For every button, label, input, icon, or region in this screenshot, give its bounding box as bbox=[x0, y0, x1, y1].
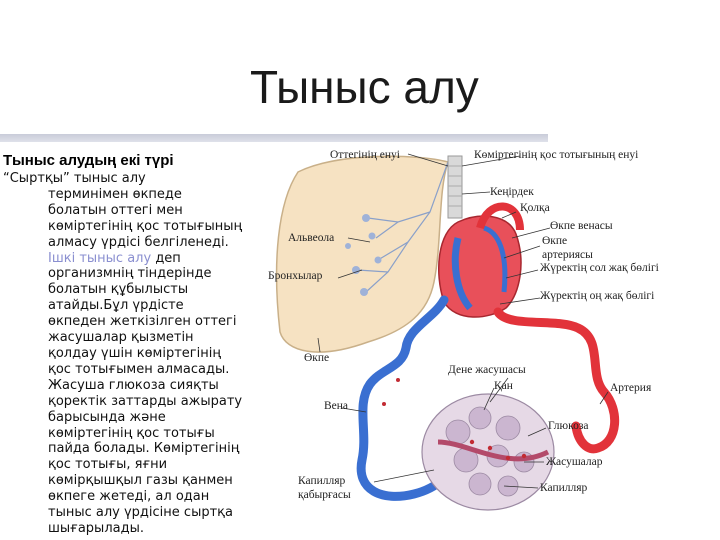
body-text-run: болатын оттегі мен bbox=[48, 202, 183, 218]
label-alveoli: Альвеола bbox=[288, 232, 335, 244]
respiration-illustration bbox=[275, 153, 620, 511]
body-text-run: барысында және bbox=[48, 409, 166, 425]
label-artery: Артерия bbox=[610, 382, 652, 394]
label-vein: Вена bbox=[324, 400, 349, 412]
body-text-run: өкпеден жеткізілген оттегі bbox=[48, 314, 237, 330]
body-text-run: организмнің тіндерінде bbox=[48, 266, 212, 282]
body-line: қос тотығы, яғни bbox=[0, 457, 258, 473]
body-text-run: “Сыртқы” тыныс алу bbox=[3, 171, 146, 186]
body-text-run: шығарылады. bbox=[48, 520, 144, 536]
body-text-run: өкпеге жетеді, ал одан bbox=[48, 489, 210, 505]
alveoli-clusters bbox=[345, 214, 382, 296]
body-line: “Сыртқы” тыныс алу bbox=[0, 171, 258, 187]
body-line: атайды.Бұл үрдісте bbox=[0, 298, 258, 314]
body-text-run: қос тотығымен алмасады. bbox=[48, 361, 230, 377]
body-text-run: қос тотығы, яғни bbox=[48, 457, 168, 473]
artery-vessel bbox=[493, 307, 620, 454]
label-glucose: Глюкоза bbox=[548, 420, 589, 432]
highlighted-term: Ішкі тыныс алу bbox=[48, 250, 152, 266]
trachea-shape bbox=[447, 155, 463, 219]
body-line: көміртегінің қос тотығының bbox=[0, 219, 258, 235]
label-lung: Өкпе bbox=[304, 352, 330, 364]
title-divider bbox=[0, 134, 548, 142]
body-text-run: алмасу үрдісі белгіленеді. bbox=[48, 234, 229, 250]
label-cells: Жасушалар bbox=[546, 456, 603, 468]
body-line: пайда болады. Көміртегінің bbox=[0, 441, 258, 457]
body-text-run: Жасуша глюкоза сияқты bbox=[48, 377, 219, 393]
body-line: шығарылады. bbox=[0, 521, 258, 537]
blood-dots bbox=[382, 378, 527, 461]
body-text-run: тыныс алу үрдісіне сыртқа bbox=[48, 505, 233, 521]
body-text-run: қолдау үшін көміртегінің bbox=[48, 345, 221, 361]
vein-vessel bbox=[356, 295, 457, 501]
body-line: барысында және bbox=[0, 410, 258, 426]
body-line: қос тотығымен алмасады. bbox=[0, 362, 258, 378]
leader-lines bbox=[317, 153, 609, 489]
label-trachea: Кеңірдек bbox=[490, 186, 534, 198]
body-line: алмасу үрдісі белгіленеді. bbox=[0, 235, 258, 251]
body-line: организмнің тіндерінде bbox=[0, 266, 258, 282]
aorta-shape bbox=[476, 202, 524, 231]
body-line: көмірқышқыл газы қанмен bbox=[0, 473, 258, 489]
label-capillary-wall: Капилляр қабырғасы bbox=[298, 475, 351, 501]
body-text-run: көміртегінің қос тотығының bbox=[48, 218, 243, 234]
body-line: өкпеден жеткізілген оттегі bbox=[0, 314, 258, 330]
label-aorta: Қолқа bbox=[520, 202, 550, 214]
body-text-run: көміртегінің қос тотығы bbox=[48, 425, 215, 441]
capillary-vessel bbox=[437, 439, 550, 462]
label-left-heart: Жүректің сол жақ бөлігі bbox=[540, 262, 659, 274]
body-text-run: атайды.Бұл үрдісте bbox=[48, 298, 184, 314]
body-line: жасушалар қызметін bbox=[0, 330, 258, 346]
body-line: Жасуша глюкоза сияқты bbox=[0, 378, 258, 394]
label-co2-out: Көміртегінің қос тотығының енуі bbox=[474, 149, 639, 161]
label-bronchi: Бронхылар bbox=[268, 270, 323, 282]
slide-subtitle: Тыныс алудың екі түрі bbox=[3, 152, 174, 169]
body-line: көміртегінің қос тотығы bbox=[0, 426, 258, 442]
body-line: болатын құбылысты bbox=[0, 282, 258, 298]
body-text-run: көмірқышқыл газы қанмен bbox=[48, 473, 233, 489]
body-text-run: жасушалар қызметін bbox=[48, 330, 194, 346]
body-line: қолдау үшін көміртегінің bbox=[0, 346, 258, 362]
label-capillary: Капилляр bbox=[540, 482, 588, 494]
body-line: болатын оттегі мен bbox=[0, 203, 258, 219]
body-text-run: болатын құбылысты bbox=[48, 282, 189, 298]
label-blood: Қан bbox=[494, 380, 513, 392]
trachea-rings bbox=[448, 165, 462, 207]
body-line: өкпеге жетеді, ал одан bbox=[0, 489, 258, 505]
lung-shape bbox=[275, 155, 449, 353]
bronchi-branches bbox=[357, 161, 449, 293]
body-line: тыныс алу үрдісіне сыртқа bbox=[0, 505, 258, 521]
label-right-heart: Жүректің оң жақ бөлігі bbox=[540, 290, 655, 302]
label-pulmonary-veins: Өкпе венасы bbox=[550, 220, 613, 232]
label-oxygen-in: Оттегінің енуі bbox=[330, 149, 400, 161]
label-body-cells: Дене жасушасы bbox=[448, 364, 526, 376]
heart-shape bbox=[438, 215, 522, 318]
slide-title: Тыныс алу bbox=[250, 61, 479, 113]
body-line: терминімен өкпеде bbox=[0, 187, 258, 203]
body-line: Ішкі тыныс алу деп bbox=[0, 251, 258, 267]
body-text-run: терминімен өкпеде bbox=[48, 186, 182, 202]
body-line: қоректік заттарды ажырату bbox=[0, 394, 258, 410]
body-text-run: деп bbox=[151, 250, 181, 266]
body-text-run: қоректік заттарды ажырату bbox=[48, 393, 243, 409]
label-pulmonary-arteries: Өкпе артериясы bbox=[542, 235, 593, 261]
body-text-run: пайда болады. Көміртегінің bbox=[48, 441, 240, 457]
respiration-diagram: Оттегінің енуі Көміртегінің қос тотығыны… bbox=[258, 142, 690, 540]
